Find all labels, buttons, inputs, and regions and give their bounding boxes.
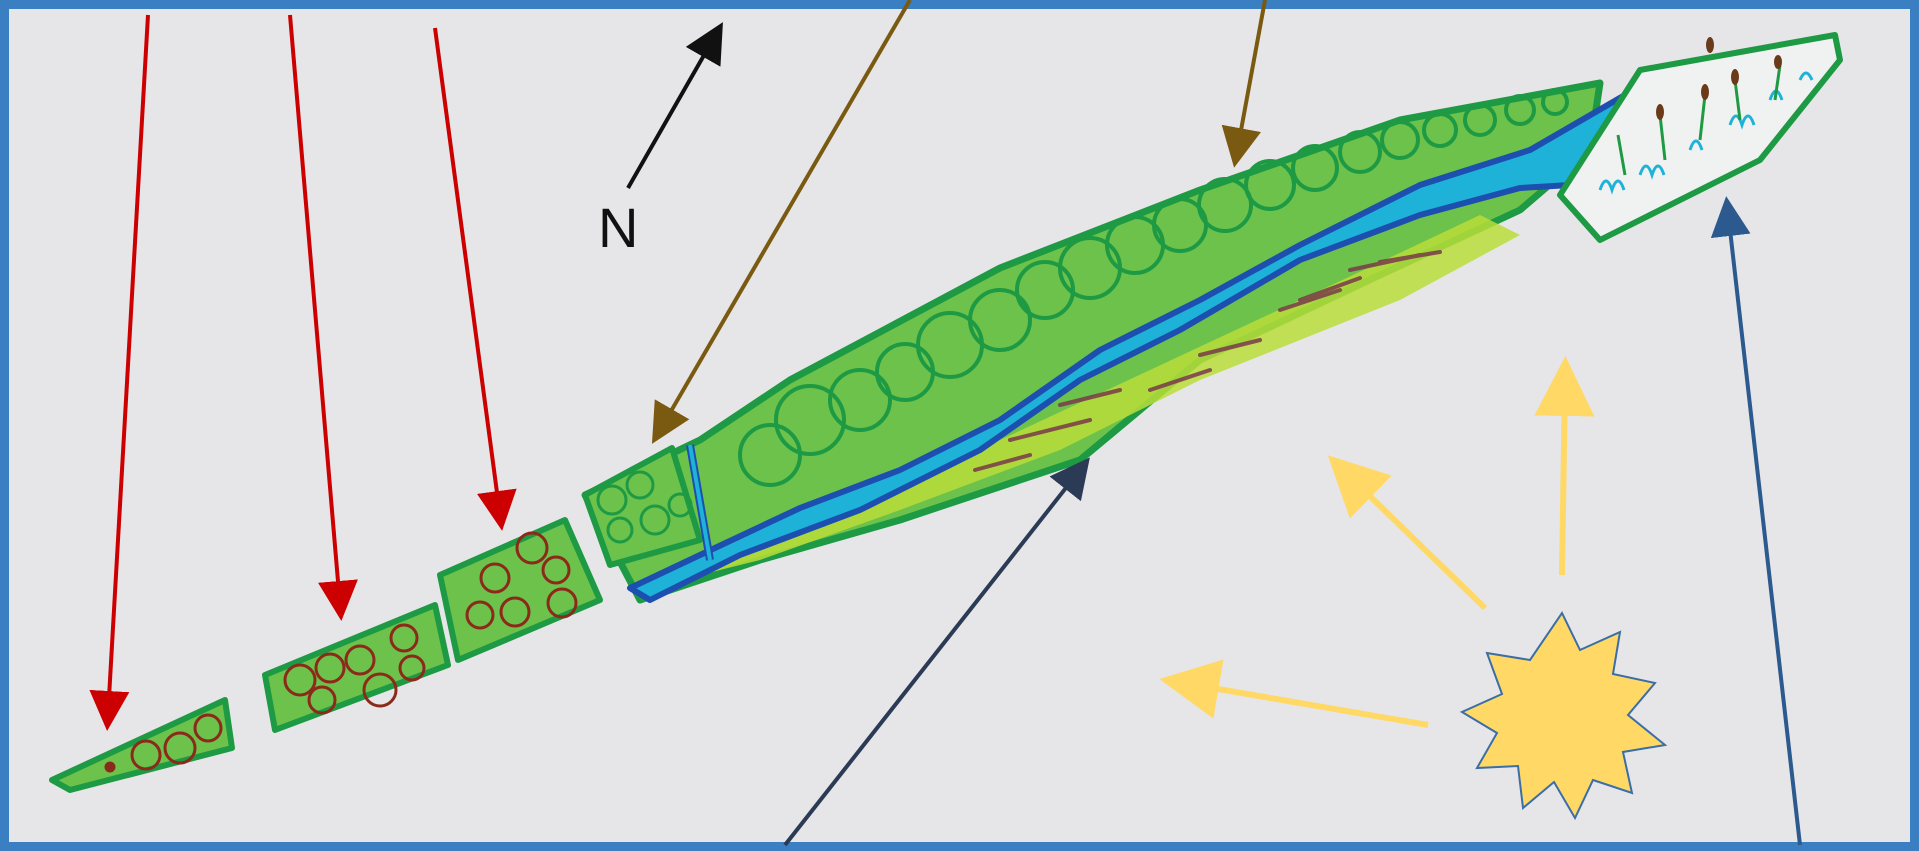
- sun-icon: [1462, 613, 1665, 818]
- reedbed-arrow: [1728, 212, 1800, 845]
- reedbed: [1560, 35, 1840, 240]
- vegetable-bed-arrows: [108, 15, 500, 715]
- arrow-to-tree-belt: [1237, 0, 1265, 152]
- sun-ray-north: [1562, 380, 1565, 575]
- bed-1: [52, 700, 232, 790]
- bed-2: [265, 605, 448, 730]
- north-arrow: [628, 36, 715, 188]
- sun-ray-northwest: [1345, 472, 1485, 608]
- north-label: N: [598, 200, 638, 256]
- arrow-to-bed-2: [290, 15, 340, 605]
- main-planting-strip: [585, 83, 1650, 600]
- arrow-to-bed-1: [108, 15, 148, 715]
- bed-3: [440, 520, 600, 660]
- arrow-to-bed-3: [435, 28, 500, 515]
- sun-ray-west: [1183, 683, 1428, 725]
